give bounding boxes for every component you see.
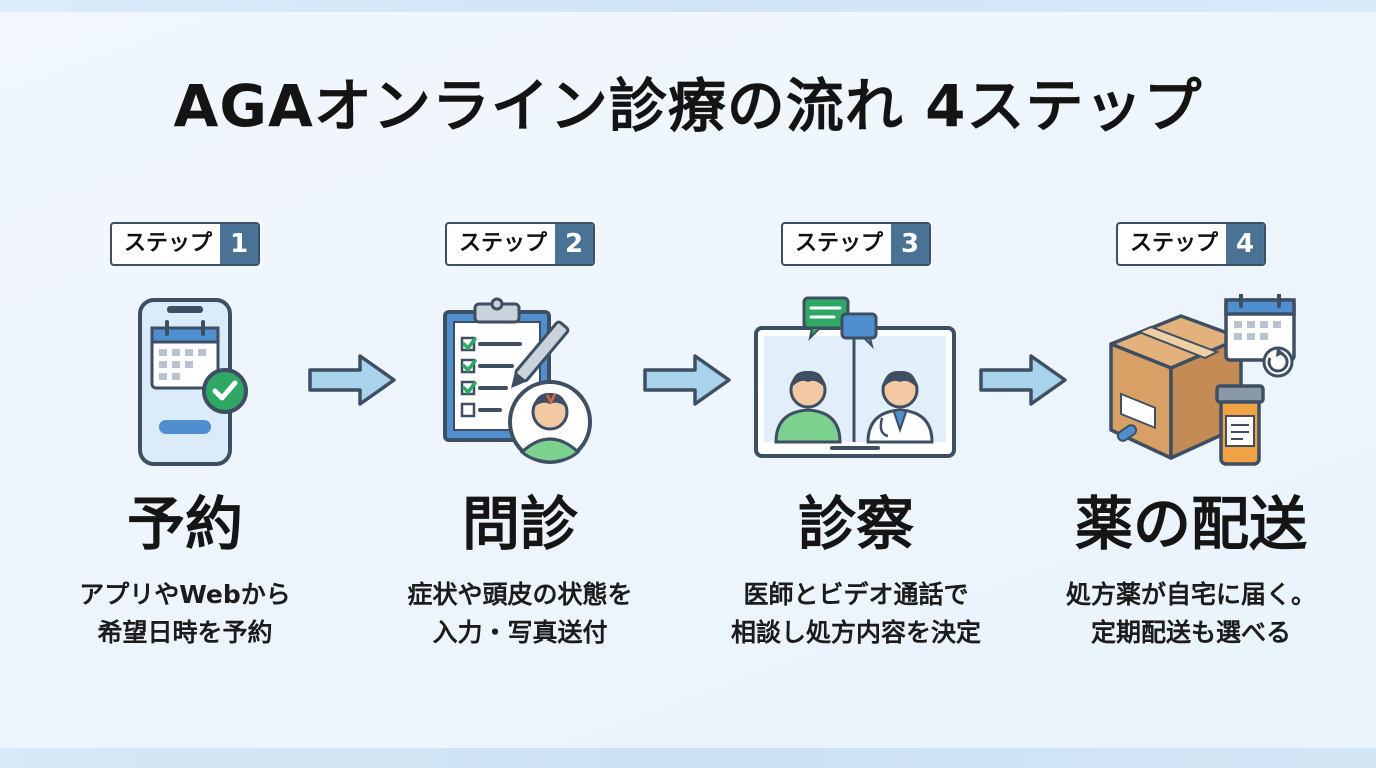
step-description: 医師とビデオ通話で 相談し処方内容を決定 xyxy=(688,576,1024,652)
step-3: ステップ 3 診察 医師とビデオ通話で 相談し処方内容を決定 xyxy=(688,222,1024,662)
step-description: 症状や頭皮の状態を 入力・写真送付 xyxy=(352,576,688,652)
step-badge-number: 2 xyxy=(555,224,594,264)
step-description-line: 入力・写真送付 xyxy=(432,618,608,647)
step-heading: 問診 xyxy=(461,490,578,558)
step-description-line: 希望日時を予約 xyxy=(97,618,273,647)
step-badge-label: ステップ xyxy=(123,231,213,256)
step-badge-number: 1 xyxy=(220,224,259,264)
step-2: ステップ 2 問診 症状や頭皮の状態を 入力・写真送付 xyxy=(352,222,688,662)
step-description-line: 定期配送も選べる xyxy=(1090,618,1291,647)
step-badge: ステップ 1 xyxy=(109,222,261,266)
clipboard-questionnaire-icon xyxy=(443,297,592,464)
arrow-right-icon xyxy=(643,354,731,406)
bottom-band xyxy=(0,748,1376,768)
page-title: AGAオンライン診療の流れ 4ステップ xyxy=(173,72,1203,140)
smartphone-calendar-icon xyxy=(138,298,248,466)
top-band xyxy=(0,0,1376,12)
arrow-right-icon xyxy=(308,354,396,406)
step-heading: 薬の配送 xyxy=(1074,490,1307,558)
video-call-doctor-icon xyxy=(754,296,956,458)
step-badge: ステップ 2 xyxy=(444,222,596,266)
step-badge-number: 4 xyxy=(1226,224,1265,264)
step-badge: ステップ 4 xyxy=(1115,222,1267,266)
step-badge: ステップ 3 xyxy=(780,222,932,266)
step-4: ステップ 4 薬の配送 処方薬が自宅に届く。 定期配送も選べる xyxy=(1023,222,1359,662)
step-heading: 予約 xyxy=(126,490,243,558)
step-description: アプリやWebから 希望日時を予約 xyxy=(17,576,353,652)
step-description-line: 医師とビデオ通話で xyxy=(743,580,969,609)
step-description: 処方薬が自宅に届く。 定期配送も選べる xyxy=(1023,576,1359,652)
step-badge-label: ステップ xyxy=(794,231,884,256)
step-heading: 診察 xyxy=(797,490,914,558)
step-description-line: 症状や頭皮の状態を xyxy=(407,580,633,609)
step-1: ステップ 1 予約 アプリやWebから 希望日時を予約 xyxy=(17,222,353,662)
arrow-right-icon xyxy=(979,354,1067,406)
package-delivery-icon xyxy=(1109,294,1296,466)
step-description-line: アプリやWebから xyxy=(79,580,291,609)
step-badge-label: ステップ xyxy=(458,231,548,256)
step-description-line: 相談し処方内容を決定 xyxy=(730,618,981,647)
step-badge-label: ステップ xyxy=(1129,231,1219,256)
step-badge-number: 3 xyxy=(891,224,930,264)
step-description-line: 処方薬が自宅に届く。 xyxy=(1065,580,1316,609)
